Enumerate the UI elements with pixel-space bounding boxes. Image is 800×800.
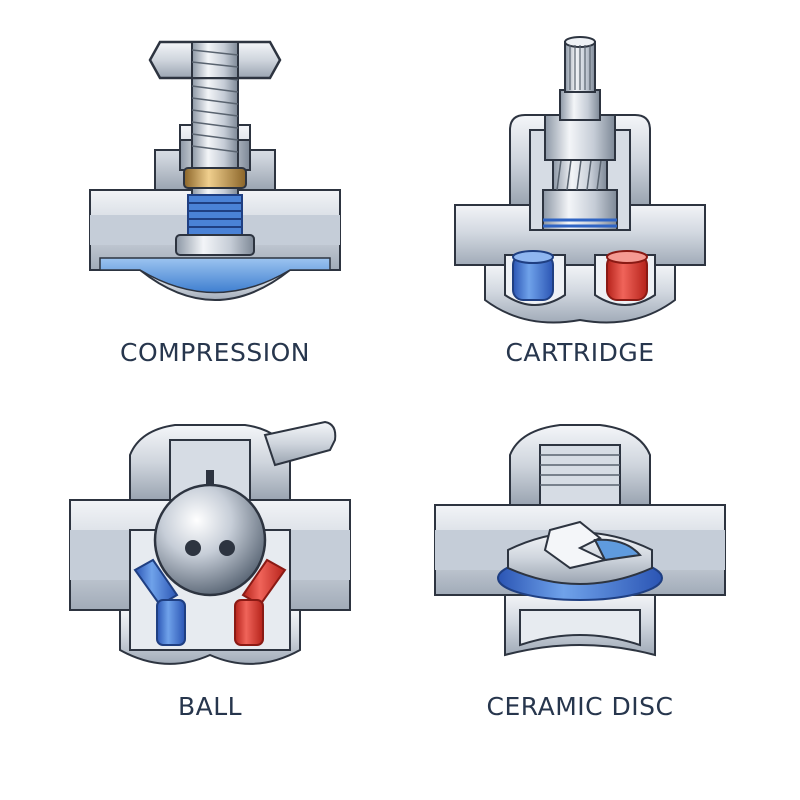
label-cartridge: CARTRIDGE: [505, 338, 655, 367]
label-compression: COMPRESSION: [120, 338, 310, 367]
valve-cap: [129, 424, 291, 501]
disc-housing-cap: [509, 424, 651, 506]
blue-cold-inlet: [133, 558, 186, 646]
blue-washer-threads: [187, 194, 243, 236]
hot-port-red: [606, 250, 648, 301]
cartridge-stem: [542, 36, 618, 231]
brass-packing-nut: [183, 167, 247, 189]
compression-valve-illustration: [80, 30, 350, 330]
label-ball: BALL: [177, 692, 243, 721]
ceramic-disc-upper: [507, 520, 653, 585]
red-hot-inlet: [234, 558, 287, 646]
ceramic-disc-valve-illustration: [430, 410, 730, 680]
handle-lever: [263, 420, 337, 467]
ball-valve-illustration: [65, 410, 355, 680]
ball-element: [153, 483, 267, 597]
label-ceramic-disc: CERAMIC DISC: [486, 692, 674, 721]
seat-washer: [175, 234, 255, 256]
cold-port-blue: [512, 250, 554, 301]
water-chamber: [99, 257, 331, 294]
cartridge-valve-illustration: [445, 30, 715, 330]
